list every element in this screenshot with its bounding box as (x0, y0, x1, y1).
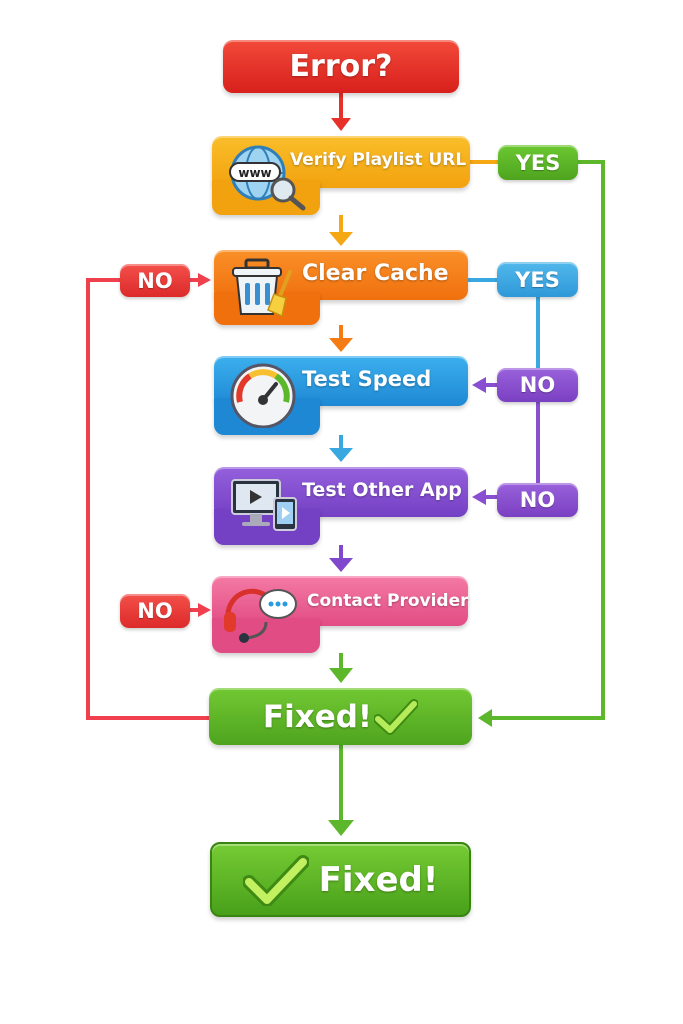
speedometer-icon (230, 363, 296, 428)
cache-no-label: NO (120, 264, 190, 297)
step-label: Contact Provider (307, 591, 469, 611)
branch-text: NO (519, 373, 556, 397)
arrowhead-down (329, 232, 353, 246)
arrowhead-down (329, 558, 353, 572)
branch-text: YES (515, 267, 560, 292)
arrowhead-down (329, 338, 353, 352)
cache-yes-label: YES (497, 262, 578, 297)
start-node-error: Error? (223, 40, 459, 93)
end-node-fixed: Fixed! (210, 842, 471, 917)
checkmark-icon (242, 854, 309, 906)
fixed-node: Fixed! (209, 688, 472, 745)
step-label: Test Other App (302, 479, 462, 501)
arrowhead-right (198, 273, 211, 287)
branch-text: YES (515, 150, 561, 175)
headset-chat-icon (224, 588, 297, 643)
devices-icon (231, 479, 297, 531)
arrowhead-left (472, 377, 486, 393)
branch-text: NO (137, 268, 173, 293)
branch-text: NO (519, 488, 556, 512)
trash-broom-icon (232, 258, 292, 318)
step-label: Test Speed (302, 367, 432, 391)
start-label: Error? (289, 49, 393, 84)
provider-no-label: NO (120, 594, 190, 628)
arrowhead-down (328, 820, 354, 836)
arrowhead-down (329, 448, 353, 462)
arrowhead-left (478, 709, 492, 727)
connector-yes-fixed (488, 160, 605, 720)
step-label: Clear Cache (302, 261, 449, 286)
arrowhead-right (198, 603, 211, 617)
end-label: Fixed! (318, 859, 439, 900)
step-label: Verify Playlist URL (290, 150, 467, 170)
fixed-label: Fixed! (262, 698, 373, 735)
step-contact-provider: Contact Provider (212, 576, 469, 626)
speed-no-label: NO (497, 368, 578, 402)
arrowhead-down (331, 118, 351, 131)
branch-text: NO (137, 599, 173, 623)
verify-yes-label: YES (498, 145, 578, 180)
arrowhead-left (472, 489, 486, 505)
other-app-no-label: NO (497, 483, 578, 517)
step-test-other-app: Test Other App (214, 467, 468, 517)
svg-text:www: www (238, 166, 271, 180)
checkmark-icon (374, 698, 419, 735)
connector-fixed-loop-no (86, 278, 209, 720)
arrowhead-down (329, 668, 353, 683)
globe-search-icon: www (229, 145, 306, 211)
